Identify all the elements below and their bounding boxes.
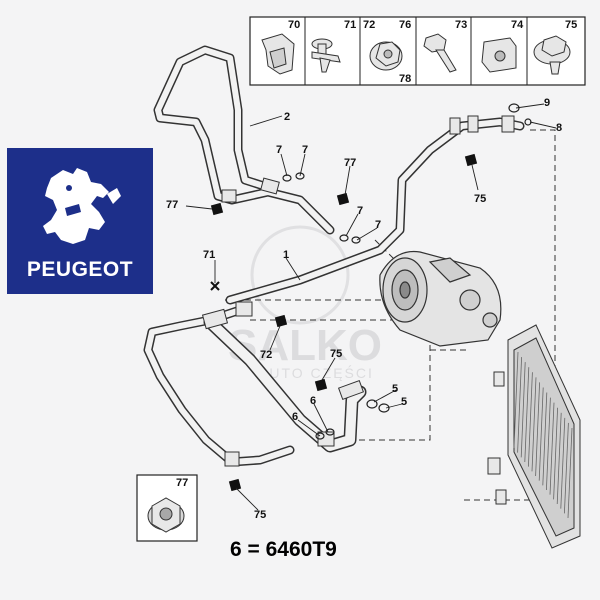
legend-label-78: 78: [399, 73, 411, 85]
legend-label-70: 70: [288, 19, 300, 31]
rivet-marker-x: [210, 281, 220, 291]
condenser-fin: [567, 427, 573, 519]
legend-label-76: 76: [399, 19, 411, 31]
condenser-fin: [564, 422, 569, 514]
callout-7b: 7: [302, 144, 308, 156]
condenser-fin: [549, 402, 555, 495]
callout-77b: 77: [344, 157, 356, 169]
hose-2: [153, 45, 335, 235]
pipe-1: [225, 117, 525, 305]
condenser-fin: [560, 417, 566, 509]
condenser-fin: [538, 387, 544, 481]
plastic-rivet-icon: [311, 38, 341, 73]
condenser-fin: [553, 407, 558, 500]
peugeot-logo: PEUGEOT: [7, 148, 153, 294]
flange-bolt-icon: [533, 35, 571, 75]
callout-leaders: [185, 103, 557, 511]
watermark-emblem: [250, 225, 350, 325]
nut-box-label: 77: [176, 477, 188, 489]
callout-75c: 75: [474, 193, 486, 205]
clip-icon: [261, 33, 295, 75]
callout-6a: 6: [292, 411, 298, 423]
callout-5a: 5: [392, 383, 398, 395]
condenser-fin: [520, 362, 526, 458]
callout-75b: 75: [254, 509, 266, 521]
screw-icon: [423, 33, 457, 73]
condenser: [487, 324, 581, 549]
brand-name: PEUGEOT: [26, 258, 134, 281]
condenser-fin: [531, 377, 537, 472]
legend-label-72: 72: [363, 19, 375, 31]
callout-1: 1: [283, 249, 289, 261]
callout-8: 8: [556, 122, 562, 134]
legend-label-73: 73: [455, 19, 467, 31]
peugeot-lion-icon: [43, 168, 121, 244]
callout-77a: 77: [166, 199, 178, 211]
callout-2: 2: [284, 111, 290, 123]
hose-fittings: [201, 115, 515, 467]
condenser-fin: [524, 367, 530, 463]
callout-75a: 75: [330, 348, 342, 360]
legend-label-75: 75: [565, 19, 577, 31]
condenser-fin: [556, 412, 562, 505]
callout-7a: 7: [276, 144, 282, 156]
callout-7d: 7: [375, 219, 381, 231]
callout-9: 9: [544, 97, 550, 109]
legend-frame: [249, 16, 586, 86]
part-code: 6 = 6460T9: [230, 538, 337, 561]
washer-nut-icon: [369, 41, 403, 71]
legend-label-74: 74: [511, 19, 524, 31]
condenser-fin: [535, 382, 540, 477]
ac-compressor: [379, 250, 502, 347]
o-rings: [282, 103, 532, 440]
condenser-fin: [542, 392, 548, 486]
watermark-subtext: AUTO CZĘŚCI: [258, 364, 374, 381]
callout-72: 72: [260, 349, 272, 361]
fastener-legend: 70 71 72 76 78 73 74 75: [249, 16, 586, 86]
cage-nut-icon: [481, 37, 517, 73]
hex-nut-icon: [147, 497, 185, 533]
condenser-fin: [513, 351, 519, 449]
callout-7c: 7: [357, 205, 363, 217]
callout-5b: 5: [401, 396, 407, 408]
condenser-fin: [546, 397, 551, 491]
fastener-markers: [210, 153, 478, 492]
callout-71: 71: [203, 249, 215, 261]
callout-6b: 6: [310, 395, 316, 407]
nut-detail-box: 77: [136, 474, 198, 542]
condenser-fin: [517, 357, 522, 453]
legend-label-71: 71: [344, 19, 356, 31]
condenser-fin: [528, 372, 533, 467]
